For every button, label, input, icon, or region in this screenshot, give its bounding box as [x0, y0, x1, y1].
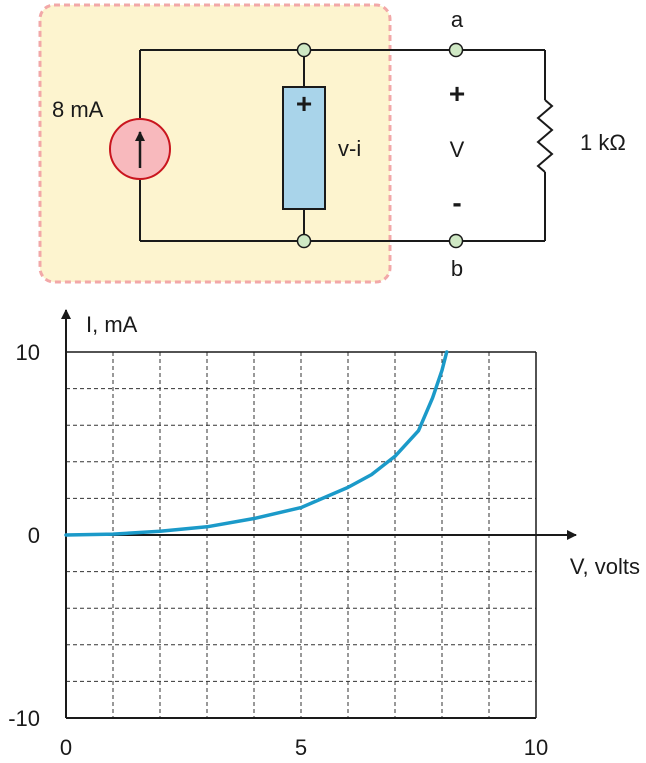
y-tick-label: 0	[28, 523, 40, 548]
x-axis-label: V, volts	[570, 554, 640, 579]
y-tick-label: -10	[8, 706, 40, 731]
terminal-a-label: a	[451, 7, 464, 32]
resistor-label: 1 kΩ	[580, 130, 626, 155]
x-tick-label: 5	[295, 735, 307, 760]
vi-chart: 0 5 10 10 0 -10 I, mA V, volts	[8, 309, 640, 760]
voltage-label: V	[450, 137, 465, 162]
vi-curve	[64, 350, 449, 537]
terminal-b	[448, 233, 464, 249]
node-bottom-middle	[296, 233, 312, 249]
y-tick-label: 10	[16, 340, 40, 365]
nodes	[296, 42, 464, 249]
voltage-minus-sign: -	[452, 187, 461, 218]
device-plus-sign: +	[296, 88, 312, 119]
vi-device	[282, 86, 326, 210]
resistor-zigzag	[536, 99, 554, 173]
device-label: v-i	[338, 136, 361, 161]
x-tick-label: 0	[60, 735, 72, 760]
terminal-a	[448, 42, 464, 58]
voltage-plus-sign: +	[449, 78, 465, 109]
node-top-middle	[296, 42, 312, 58]
y-axis-label: I, mA	[86, 312, 138, 337]
tick-labels: 0 5 10 10 0 -10	[8, 340, 548, 760]
terminal-b-label: b	[451, 256, 463, 281]
x-tick-label: 10	[524, 735, 548, 760]
wires	[139, 49, 554, 242]
current-source	[109, 118, 171, 180]
source-label: 8 mA	[52, 97, 104, 122]
circuit-diagram: 8 mA + v-i a b + V - 1 kΩ	[38, 3, 626, 284]
source-network-box	[38, 3, 392, 284]
